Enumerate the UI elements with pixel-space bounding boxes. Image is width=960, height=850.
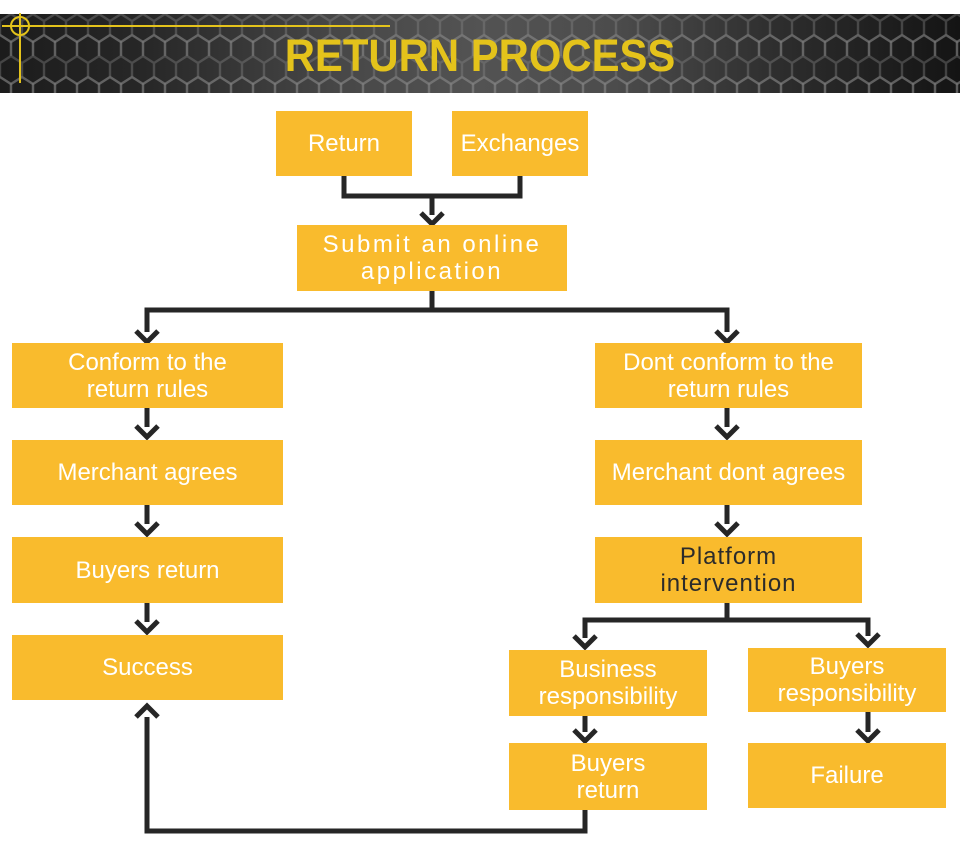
node-buyers-return: Buyers return (12, 537, 283, 603)
node-label: Merchant dont agrees (611, 459, 846, 486)
flow-connectors (134, 176, 881, 834)
node-label: Success (102, 654, 193, 681)
node-failure: Failure (748, 743, 946, 808)
node-label: Platform intervention (660, 543, 797, 597)
node-conform-rules: Conform to the return rules (12, 343, 283, 408)
node-buyers-return-bottom: Buyers return (509, 743, 707, 810)
mesh-texture (0, 14, 960, 93)
node-label: Conform to the return rules (68, 348, 227, 403)
arrowhead-down-icon (134, 424, 160, 441)
node-label: Merchant agrees (57, 459, 238, 486)
node-business-responsibility: Business responsibility (509, 650, 707, 716)
arrowhead-up-icon (134, 702, 160, 719)
node-label: Exchanges (460, 130, 580, 157)
connector-merge-top (341, 176, 523, 199)
arrowhead-down-icon (714, 424, 740, 441)
node-platform-intervention: Platform intervention (595, 537, 862, 603)
node-exchanges: Exchanges (452, 111, 588, 176)
connector-split-bar (144, 307, 730, 332)
node-return: Return (276, 111, 412, 176)
node-label: Submit an online application (322, 231, 542, 285)
connector-platform-bar (582, 617, 871, 638)
node-merchant-agrees: Merchant agrees (12, 440, 283, 505)
node-label: Buyers responsibility (777, 653, 917, 707)
page-title: RETURN PROCESS (284, 30, 676, 81)
connector-loop (144, 717, 588, 834)
node-buyers-responsibility: Buyers responsibility (748, 648, 946, 712)
node-dont-conform-rules: Dont conform to the return rules (595, 343, 862, 408)
arrowhead-down-icon (134, 521, 160, 538)
arrowhead-down-icon (419, 211, 445, 228)
arrowhead-down-icon (134, 619, 160, 636)
node-label: Dont conform to the return rules (623, 348, 834, 403)
node-success: Success (12, 635, 283, 700)
node-label: Buyers return (75, 556, 220, 584)
arrowhead-down-icon (134, 329, 160, 346)
arrowhead-down-icon (855, 632, 881, 649)
node-label: Buyers return (570, 749, 646, 804)
arrowhead-down-icon (572, 634, 598, 651)
arrowhead-down-icon (714, 521, 740, 538)
node-label: Return (307, 130, 381, 157)
node-merchant-dont-agrees: Merchant dont agrees (595, 440, 862, 505)
arrowhead-down-icon (714, 329, 740, 346)
node-submit-application: Submit an online application (297, 225, 567, 291)
arrowhead-down-icon (572, 728, 598, 745)
node-label: Failure (810, 762, 884, 789)
header-banner: RETURN PROCESS (0, 14, 960, 93)
crosshair-ornament (2, 13, 390, 83)
node-label: Business responsibility (538, 656, 678, 710)
arrowhead-down-icon (855, 728, 881, 745)
